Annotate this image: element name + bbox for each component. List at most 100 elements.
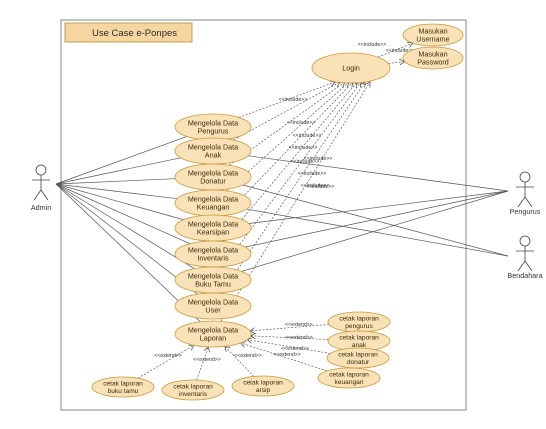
extend-label: <<extend>> <box>281 346 309 352</box>
use-case-label: cetak laporan <box>339 316 379 323</box>
use-case-label: Password <box>417 58 449 67</box>
use-case-label: Mengelola Data <box>188 220 238 229</box>
include-line-login-password <box>388 61 404 63</box>
actor-head-icon <box>519 171 531 183</box>
use-case-label: cetak laporan <box>103 381 143 388</box>
association-pengurus-inventaris <box>245 190 509 248</box>
association-admin-user <box>55 183 198 295</box>
use-case-label: cetak laporan <box>338 352 378 359</box>
association-admin-laporan <box>55 183 201 323</box>
extend-line-lap_inventaris <box>196 347 209 381</box>
extend-label: <<extend>> <box>273 352 301 358</box>
use-case-label: cetak laporan <box>173 384 213 391</box>
system-boundary <box>60 19 467 411</box>
actor-bendahara: Bendahara <box>507 235 543 280</box>
actor-pengurus: Pengurus <box>510 171 541 216</box>
actor-label: Bendahara <box>507 271 542 280</box>
actor-leg-left-icon <box>33 189 42 201</box>
use-case-ellipse <box>161 379 225 401</box>
use-case-label: Mengelola Data <box>188 272 238 281</box>
include-label: <<include>> <box>386 48 415 54</box>
use-case-ellipse <box>174 292 252 320</box>
use-case-ellipse <box>402 46 464 70</box>
include-label: <<include>> <box>291 159 320 165</box>
include-relations: <<include>><<include>><<include>><<inclu… <box>220 42 415 322</box>
use-case-label: Mengelola Data <box>188 298 238 307</box>
use-case-label: Laporan <box>200 334 226 343</box>
use-case-label: Masukan <box>418 50 447 59</box>
use-case-label: Keuangan <box>197 203 230 212</box>
extend-label: <<extend>> <box>234 353 262 359</box>
use-case-label: Anak <box>205 151 222 160</box>
actor-head-icon <box>35 164 47 176</box>
use-case-label: cetak laporan <box>243 380 283 387</box>
use-case-label: pengurus <box>345 323 373 330</box>
association-pengurus-kearsipan <box>248 190 509 224</box>
actor-label: Pengurus <box>510 207 541 216</box>
use-case-label: Username <box>416 35 449 44</box>
use-case-label: Mengelola Data <box>188 169 238 178</box>
extend-line-lap_pengurus <box>250 324 329 330</box>
use-case-label: Mengelola Data <box>188 195 238 204</box>
association-admin-keuangan <box>55 183 178 200</box>
use-cases: LoginMasukanUsernameMasukanPasswordMenge… <box>91 23 464 401</box>
include-label: <<include>> <box>306 184 335 190</box>
use-case-label: Buku Tamu <box>195 280 231 289</box>
actor-leg-left-icon <box>517 196 526 208</box>
use-case-label: buku tamu <box>108 388 139 395</box>
diagram-title: Use Case e-Ponpes <box>92 28 177 39</box>
extend-relations: <<extend>><<extend>><<extend>><<extend>>… <box>137 322 331 381</box>
association-admin-kearsipan <box>55 183 184 221</box>
use-case-label: Mengelola Data <box>188 119 238 128</box>
include-label: <<include>> <box>301 183 330 189</box>
use-case-ellipse <box>326 347 390 369</box>
use-case-label: cetak laporan <box>339 335 379 342</box>
extend-label: <<extend>> <box>285 335 313 341</box>
include-line-anak-login <box>233 82 340 141</box>
include-label: <<include>> <box>304 156 333 162</box>
extend-line-lap_bukutamu <box>137 345 194 379</box>
use-case-ellipse <box>174 320 252 348</box>
use-case-label: inventaris <box>179 391 208 398</box>
actor-head-icon <box>519 235 531 247</box>
include-label: <<include>> <box>279 97 308 103</box>
extend-label: <<extend>> <box>193 357 221 363</box>
include-label: <<include>> <box>287 120 316 126</box>
association-admin-anak <box>55 157 181 185</box>
use-case-label: Mengelola Data <box>188 326 238 335</box>
extend-label: <<extend>> <box>154 353 182 359</box>
use-case-label: Kearsipan <box>197 228 229 237</box>
include-label: <<include>> <box>293 133 322 139</box>
use-case-ellipse <box>311 52 391 84</box>
actor-leg-right-icon <box>40 189 49 201</box>
include-label: <<include>> <box>298 171 327 177</box>
actor-label: Admin <box>31 203 51 212</box>
use-case-ellipse <box>91 376 155 398</box>
use-case-label: Masukan <box>418 27 447 36</box>
association-pengurus-anak <box>248 155 509 192</box>
include-line-bukutamu-login <box>222 82 361 268</box>
use-case-ellipse <box>231 375 295 397</box>
include-line-inventaris-login <box>223 82 357 242</box>
include-line-pengurus-login <box>238 82 335 118</box>
use-case-label: Pengurus <box>198 127 229 136</box>
use-case-label: User <box>205 306 221 315</box>
use-case-label: keuangan <box>335 379 364 386</box>
title-box <box>64 22 193 43</box>
actor-leg-left-icon <box>517 260 526 272</box>
association-admin-inventaris <box>55 183 191 245</box>
